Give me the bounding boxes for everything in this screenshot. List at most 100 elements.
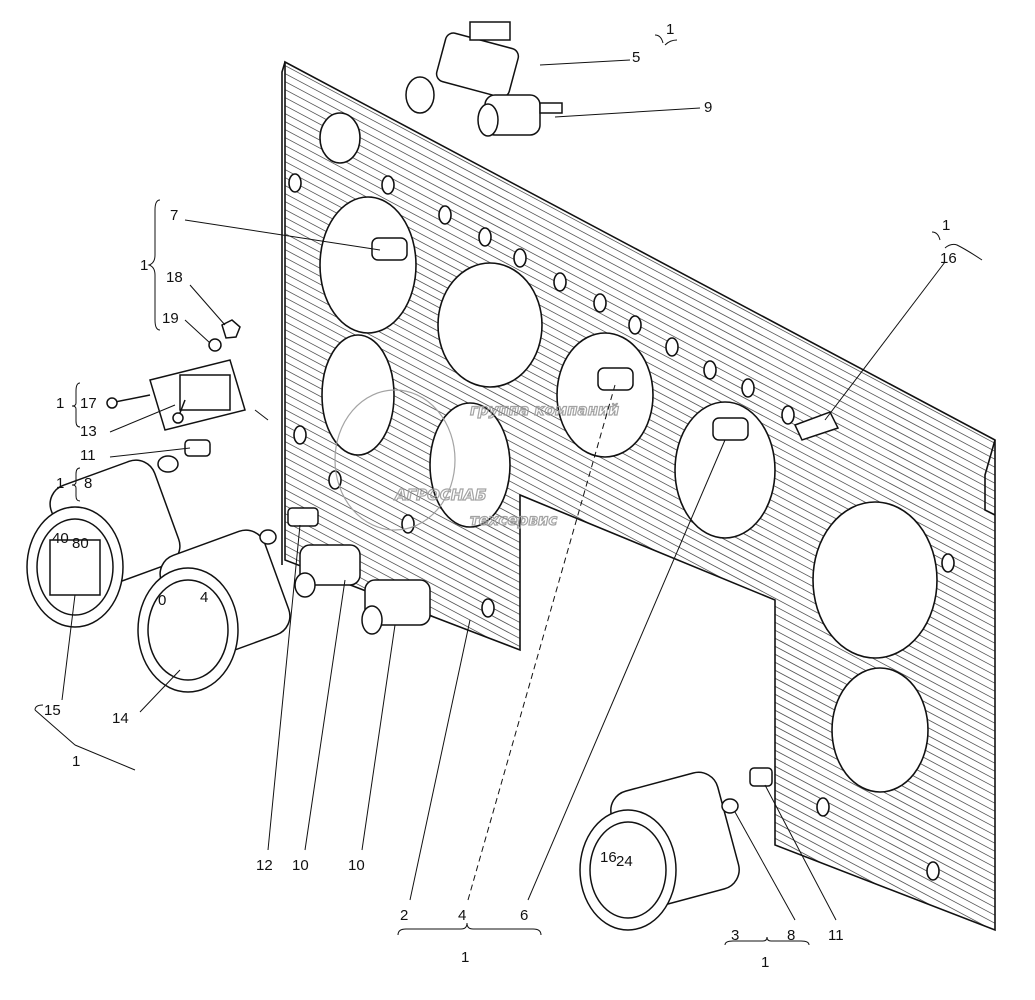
hatch-line <box>759 62 995 188</box>
hatch-line <box>894 62 995 116</box>
hatch-line <box>879 62 995 124</box>
leader-lines <box>34 34 983 946</box>
hatch-line <box>744 62 995 196</box>
washer-19 <box>208 338 222 352</box>
hatch-line <box>984 62 995 68</box>
hatch-line <box>819 62 995 156</box>
hatch-line <box>338 62 995 412</box>
panel-small-hole <box>513 248 527 268</box>
hatch-line <box>285 143 995 524</box>
hatch-line <box>285 903 332 930</box>
gauge-15-scale-40: 40 <box>52 530 69 547</box>
panel-small-hole <box>553 272 567 292</box>
gauge-3-scale-24: 24 <box>616 853 633 870</box>
hatch-line <box>563 62 995 292</box>
label-11-right: 11 <box>828 927 844 944</box>
label-group-3-8: 1 <box>761 954 769 971</box>
hatch-line <box>849 62 995 140</box>
panel-small-hole <box>703 360 717 380</box>
panel-gauge-hole <box>429 402 511 528</box>
lamp-8-left <box>157 455 179 473</box>
switch-10-b <box>361 579 431 635</box>
bracket-16 <box>793 411 840 441</box>
panel-gauge-hole <box>812 501 938 659</box>
hatch-line <box>285 927 286 930</box>
toggle-switch-13 <box>149 359 246 431</box>
panel-small-hole <box>741 378 755 398</box>
switch-part-5 <box>405 21 520 114</box>
watermark-line3: техсервис <box>470 511 557 529</box>
label-group-15-14: 1 <box>72 753 80 770</box>
panel-small-hole <box>926 861 940 881</box>
hatch-line <box>669 62 995 236</box>
hatch-line <box>714 62 995 212</box>
part-labels: 1 5 9 7 1 18 19 1 17 13 11 1 8 1 16 15 1… <box>44 21 957 971</box>
hatch-line <box>939 62 995 92</box>
label-8-right: 8 <box>787 927 795 944</box>
label-13: 13 <box>80 423 97 440</box>
panel-small-hole <box>288 173 302 193</box>
label-4: 4 <box>458 907 466 924</box>
nut-18 <box>221 319 241 339</box>
lamp-socket-11-right <box>749 767 773 787</box>
label-group-16: 1 <box>942 217 950 234</box>
lamp-12 <box>259 507 319 545</box>
hatch-line <box>285 647 813 930</box>
gauge-scales: 40 80 0 4 16 24 <box>52 530 633 870</box>
hatch-line <box>789 62 995 172</box>
label-19: 19 <box>162 310 179 327</box>
hatch-line <box>699 62 995 220</box>
label-2: 2 <box>400 907 408 924</box>
panel-small-hole <box>628 315 642 335</box>
hatch-line <box>804 62 995 164</box>
switch-part-9 <box>477 94 563 137</box>
panel-edge <box>281 61 286 565</box>
hatch-line <box>285 919 301 930</box>
hatch-line <box>285 879 377 930</box>
label-group-2-4-6: 1 <box>461 949 469 966</box>
gauge-14-scale-4: 4 <box>200 589 208 606</box>
panel-small-hole <box>478 227 492 247</box>
panel-small-hole <box>816 797 830 817</box>
panel-gauge-hole <box>674 401 776 539</box>
hatch-line <box>285 871 392 930</box>
hatch-line <box>503 62 995 324</box>
hatch-line <box>548 62 995 300</box>
label-9: 9 <box>704 99 712 116</box>
panel-small-hole <box>941 553 955 573</box>
hatch-line <box>285 743 632 930</box>
hatch-line <box>285 831 467 930</box>
hatch-line <box>285 95 995 476</box>
panel-gauge-hole <box>321 334 395 456</box>
hatch-line <box>285 823 482 930</box>
hatch-line <box>285 63 995 444</box>
lamp-7 <box>371 237 408 261</box>
hatch-line <box>285 103 995 484</box>
panel-small-hole <box>293 425 307 445</box>
panel-small-hole <box>665 337 679 357</box>
switch-10-a <box>294 544 361 598</box>
hatch-line <box>285 615 873 930</box>
label-10-a: 10 <box>292 857 309 874</box>
gauge-15-scale-80: 80 <box>72 535 89 552</box>
panel-gauge-hole <box>319 196 417 334</box>
lamp-socket-11-left <box>184 439 211 457</box>
label-group-top: 1 <box>666 21 674 38</box>
panel-small-hole <box>381 175 395 195</box>
hatch-line <box>285 119 995 500</box>
hatch-line <box>285 111 995 492</box>
gauge-14 <box>137 529 291 693</box>
hatch-line <box>285 887 362 930</box>
label-15: 15 <box>44 702 61 719</box>
lamp-4 <box>597 367 634 391</box>
lamp-8-right <box>721 798 739 814</box>
hatch-line <box>969 62 995 76</box>
hatch-line <box>285 343 995 724</box>
screw-17 <box>106 394 151 409</box>
hatch-line <box>533 62 995 308</box>
hatch-line <box>623 62 995 260</box>
label-14: 14 <box>112 710 129 727</box>
hatch-line <box>285 759 602 930</box>
hatch-line <box>285 839 452 930</box>
